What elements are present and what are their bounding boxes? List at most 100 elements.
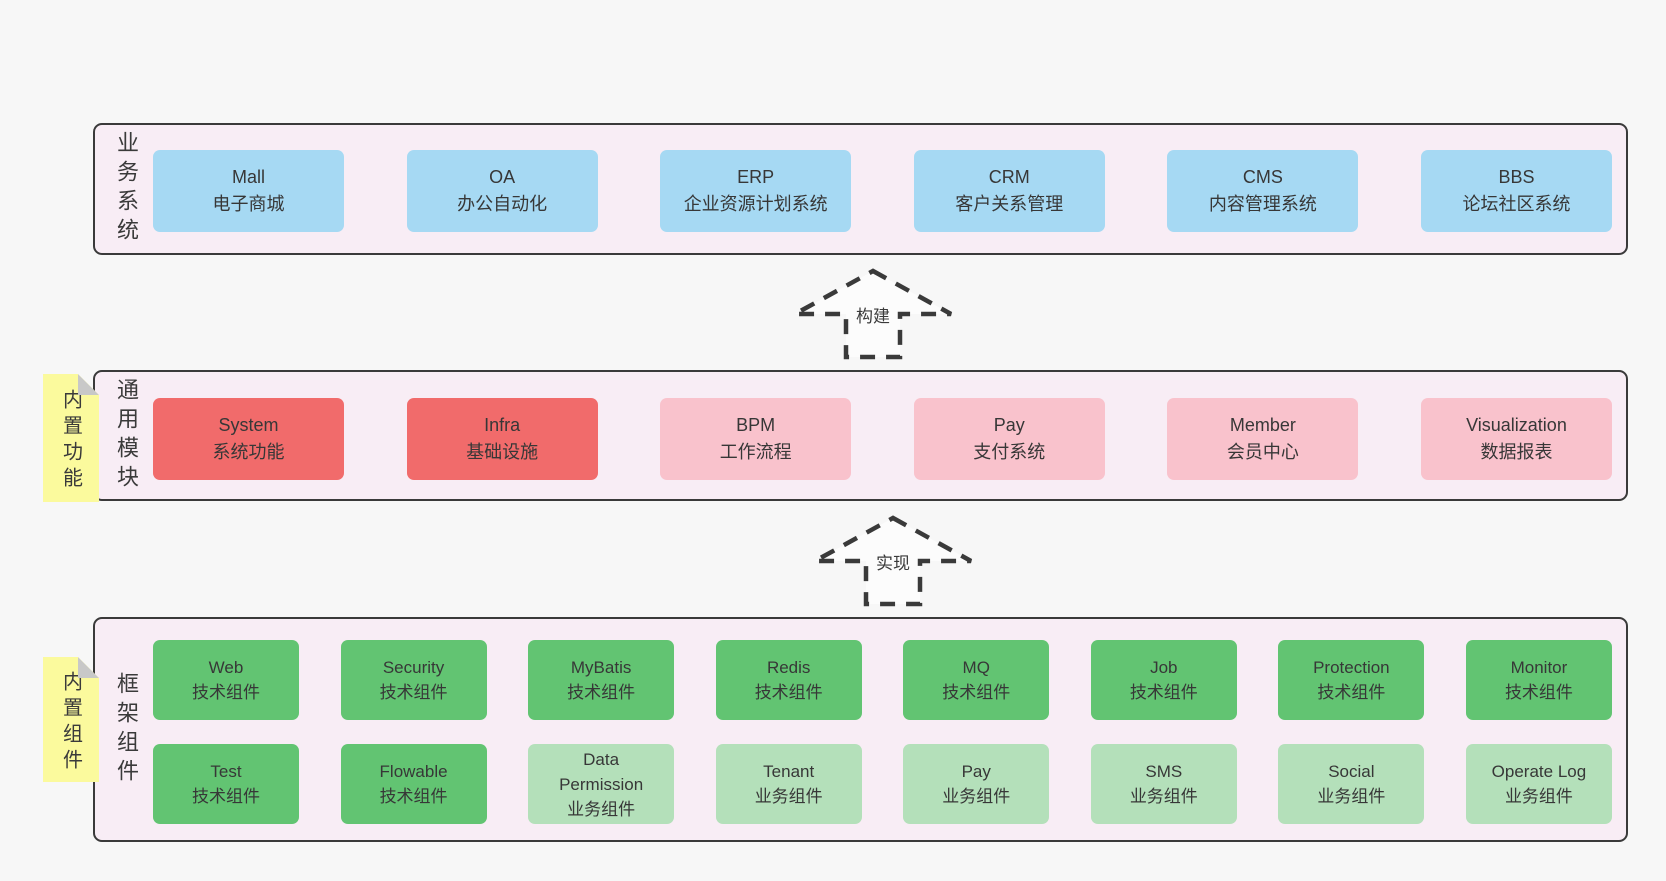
box-crm: CRM 客户关系管理 bbox=[913, 150, 1105, 232]
box-subtitle: 企业资源计划系统 bbox=[683, 194, 828, 214]
box-title: Operate Log bbox=[1491, 762, 1587, 781]
box-title: ERP bbox=[737, 167, 775, 187]
box-title: Infra bbox=[484, 415, 521, 435]
box-mq: MQ 技术组件 bbox=[903, 640, 1050, 720]
box-title: Pay bbox=[961, 762, 991, 781]
implement-arrow-label: 实现 bbox=[873, 548, 913, 575]
box-operate-log: Operate Log 业务组件 bbox=[1465, 744, 1612, 824]
box-title: Visualization bbox=[1466, 415, 1567, 435]
box-oa: OA 办公自动化 bbox=[406, 150, 598, 232]
box-subtitle: 业务组件 bbox=[1317, 787, 1386, 806]
modules-box-row: System 系统功能 Infra 基础设施 BPM 工作流程 Pay 支付系统… bbox=[153, 398, 1612, 480]
box-title: SMS bbox=[1145, 762, 1183, 781]
framework-layer-label: 框架组件 bbox=[114, 671, 139, 788]
box-subtitle: 技术组件 bbox=[192, 683, 260, 702]
box-subtitle: 支付系统 bbox=[973, 442, 1046, 462]
box-title: MyBatis bbox=[570, 658, 632, 677]
box-subtitle: 技术组件 bbox=[567, 683, 636, 702]
box-bpm: BPM 工作流程 bbox=[660, 398, 852, 480]
box-title: BPM bbox=[736, 415, 776, 435]
sticky-note-label: 内置组件 bbox=[59, 670, 82, 775]
box-subtitle: 业务组件 bbox=[1504, 787, 1573, 806]
sticky-note-label: 内置功能 bbox=[59, 389, 82, 493]
box-subtitle: 业务组件 bbox=[754, 787, 823, 806]
box-subtitle: 技术组件 bbox=[1129, 683, 1198, 702]
box-title: System bbox=[218, 415, 279, 435]
modules-layer-label: 通用模块 bbox=[114, 377, 139, 494]
business-layer-label: 业务系统 bbox=[114, 131, 139, 247]
box-title: Social bbox=[1328, 762, 1375, 781]
sticky-note-built-in-features: 内置功能 bbox=[43, 374, 99, 502]
box-security: Security 技术组件 bbox=[340, 640, 487, 720]
framework-components-layer: 框架组件 Web 技术组件 Security 技术组件 MyBatis 技术组件… bbox=[93, 617, 1628, 842]
box-subtitle: 基础设施 bbox=[466, 442, 539, 462]
box-monitor: Monitor 技术组件 bbox=[1465, 640, 1612, 720]
box-subtitle: 内容管理系统 bbox=[1208, 194, 1317, 214]
build-arrow-label: 构建 bbox=[853, 301, 893, 328]
box-job: Job 技术组件 bbox=[1090, 640, 1237, 720]
box-title: Tenant bbox=[763, 762, 815, 781]
box-subtitle: 技术组件 bbox=[1504, 683, 1573, 702]
framework-box-row-1: Web 技术组件 Security 技术组件 MyBatis 技术组件 Redi… bbox=[153, 640, 1612, 720]
box-title: Data Permission bbox=[559, 749, 644, 794]
box-subtitle: 系统功能 bbox=[212, 442, 285, 462]
box-title: MQ bbox=[962, 658, 990, 677]
box-subtitle: 工作流程 bbox=[719, 442, 792, 462]
box-title: Member bbox=[1229, 415, 1296, 435]
box-erp: ERP 企业资源计划系统 bbox=[660, 150, 852, 232]
box-subtitle: 会员中心 bbox=[1226, 442, 1299, 462]
common-modules-layer: 通用模块 System 系统功能 Infra 基础设施 BPM 工作流程 Pay… bbox=[93, 370, 1628, 501]
box-pay: Pay 支付系统 bbox=[913, 398, 1105, 480]
box-title: Monitor bbox=[1510, 658, 1568, 677]
box-title: Web bbox=[208, 658, 244, 677]
box-title: Mall bbox=[231, 167, 265, 187]
box-subtitle: 电子商城 bbox=[212, 194, 285, 214]
box-visualization: Visualization 数据报表 bbox=[1420, 398, 1612, 480]
box-pay-biz: Pay 业务组件 bbox=[903, 744, 1050, 824]
box-title: Flowable bbox=[379, 762, 448, 781]
box-tenant: Tenant 业务组件 bbox=[715, 744, 862, 824]
box-social: Social 业务组件 bbox=[1278, 744, 1425, 824]
box-subtitle: 技术组件 bbox=[942, 683, 1011, 702]
box-subtitle: 办公自动化 bbox=[457, 194, 548, 214]
box-title: CRM bbox=[988, 167, 1030, 187]
box-subtitle: 技术组件 bbox=[379, 787, 448, 806]
box-subtitle: 数据报表 bbox=[1480, 442, 1553, 462]
box-flowable: Flowable 技术组件 bbox=[340, 744, 487, 824]
business-box-row: Mall 电子商城 OA 办公自动化 ERP 企业资源计划系统 CRM 客户关系… bbox=[153, 150, 1612, 232]
box-title: BBS bbox=[1498, 167, 1535, 187]
box-subtitle: 论坛社区系统 bbox=[1462, 194, 1571, 214]
box-subtitle: 技术组件 bbox=[754, 683, 823, 702]
box-subtitle: 业务组件 bbox=[942, 787, 1011, 806]
box-member: Member 会员中心 bbox=[1167, 398, 1359, 480]
box-test: Test 技术组件 bbox=[153, 744, 299, 824]
box-title: CMS bbox=[1242, 167, 1283, 187]
box-subtitle: 技术组件 bbox=[1317, 683, 1386, 702]
box-web: Web 技术组件 bbox=[153, 640, 299, 720]
business-systems-layer: 业务系统 Mall 电子商城 OA 办公自动化 ERP 企业资源计划系统 CRM… bbox=[93, 123, 1628, 255]
box-infra: Infra 基础设施 bbox=[406, 398, 598, 480]
box-subtitle: 技术组件 bbox=[192, 787, 260, 806]
box-protection: Protection 技术组件 bbox=[1278, 640, 1425, 720]
box-subtitle: 业务组件 bbox=[1129, 787, 1198, 806]
framework-box-row-2: Test 技术组件 Flowable 技术组件 Data Permission … bbox=[153, 744, 1612, 824]
implement-arrow: 实现 bbox=[811, 515, 975, 607]
box-subtitle: 客户关系管理 bbox=[955, 194, 1064, 214]
box-title: OA bbox=[489, 167, 516, 187]
box-title: Security bbox=[382, 658, 445, 677]
box-title: Redis bbox=[766, 658, 811, 677]
build-arrow: 构建 bbox=[791, 268, 955, 360]
sticky-note-built-in-components: 内置组件 bbox=[43, 657, 99, 782]
box-cms: CMS 内容管理系统 bbox=[1167, 150, 1359, 232]
box-mybatis: MyBatis 技术组件 bbox=[528, 640, 675, 720]
box-subtitle: 业务组件 bbox=[567, 799, 636, 819]
box-redis: Redis 技术组件 bbox=[715, 640, 862, 720]
box-data-permission: Data Permission 业务组件 bbox=[528, 744, 675, 824]
box-system: System 系统功能 bbox=[153, 398, 344, 480]
box-bbs: BBS 论坛社区系统 bbox=[1420, 150, 1612, 232]
box-sms: SMS 业务组件 bbox=[1090, 744, 1237, 824]
box-title: Pay bbox=[993, 415, 1025, 435]
box-title: Job bbox=[1150, 658, 1178, 677]
box-mall: Mall 电子商城 bbox=[153, 150, 344, 232]
